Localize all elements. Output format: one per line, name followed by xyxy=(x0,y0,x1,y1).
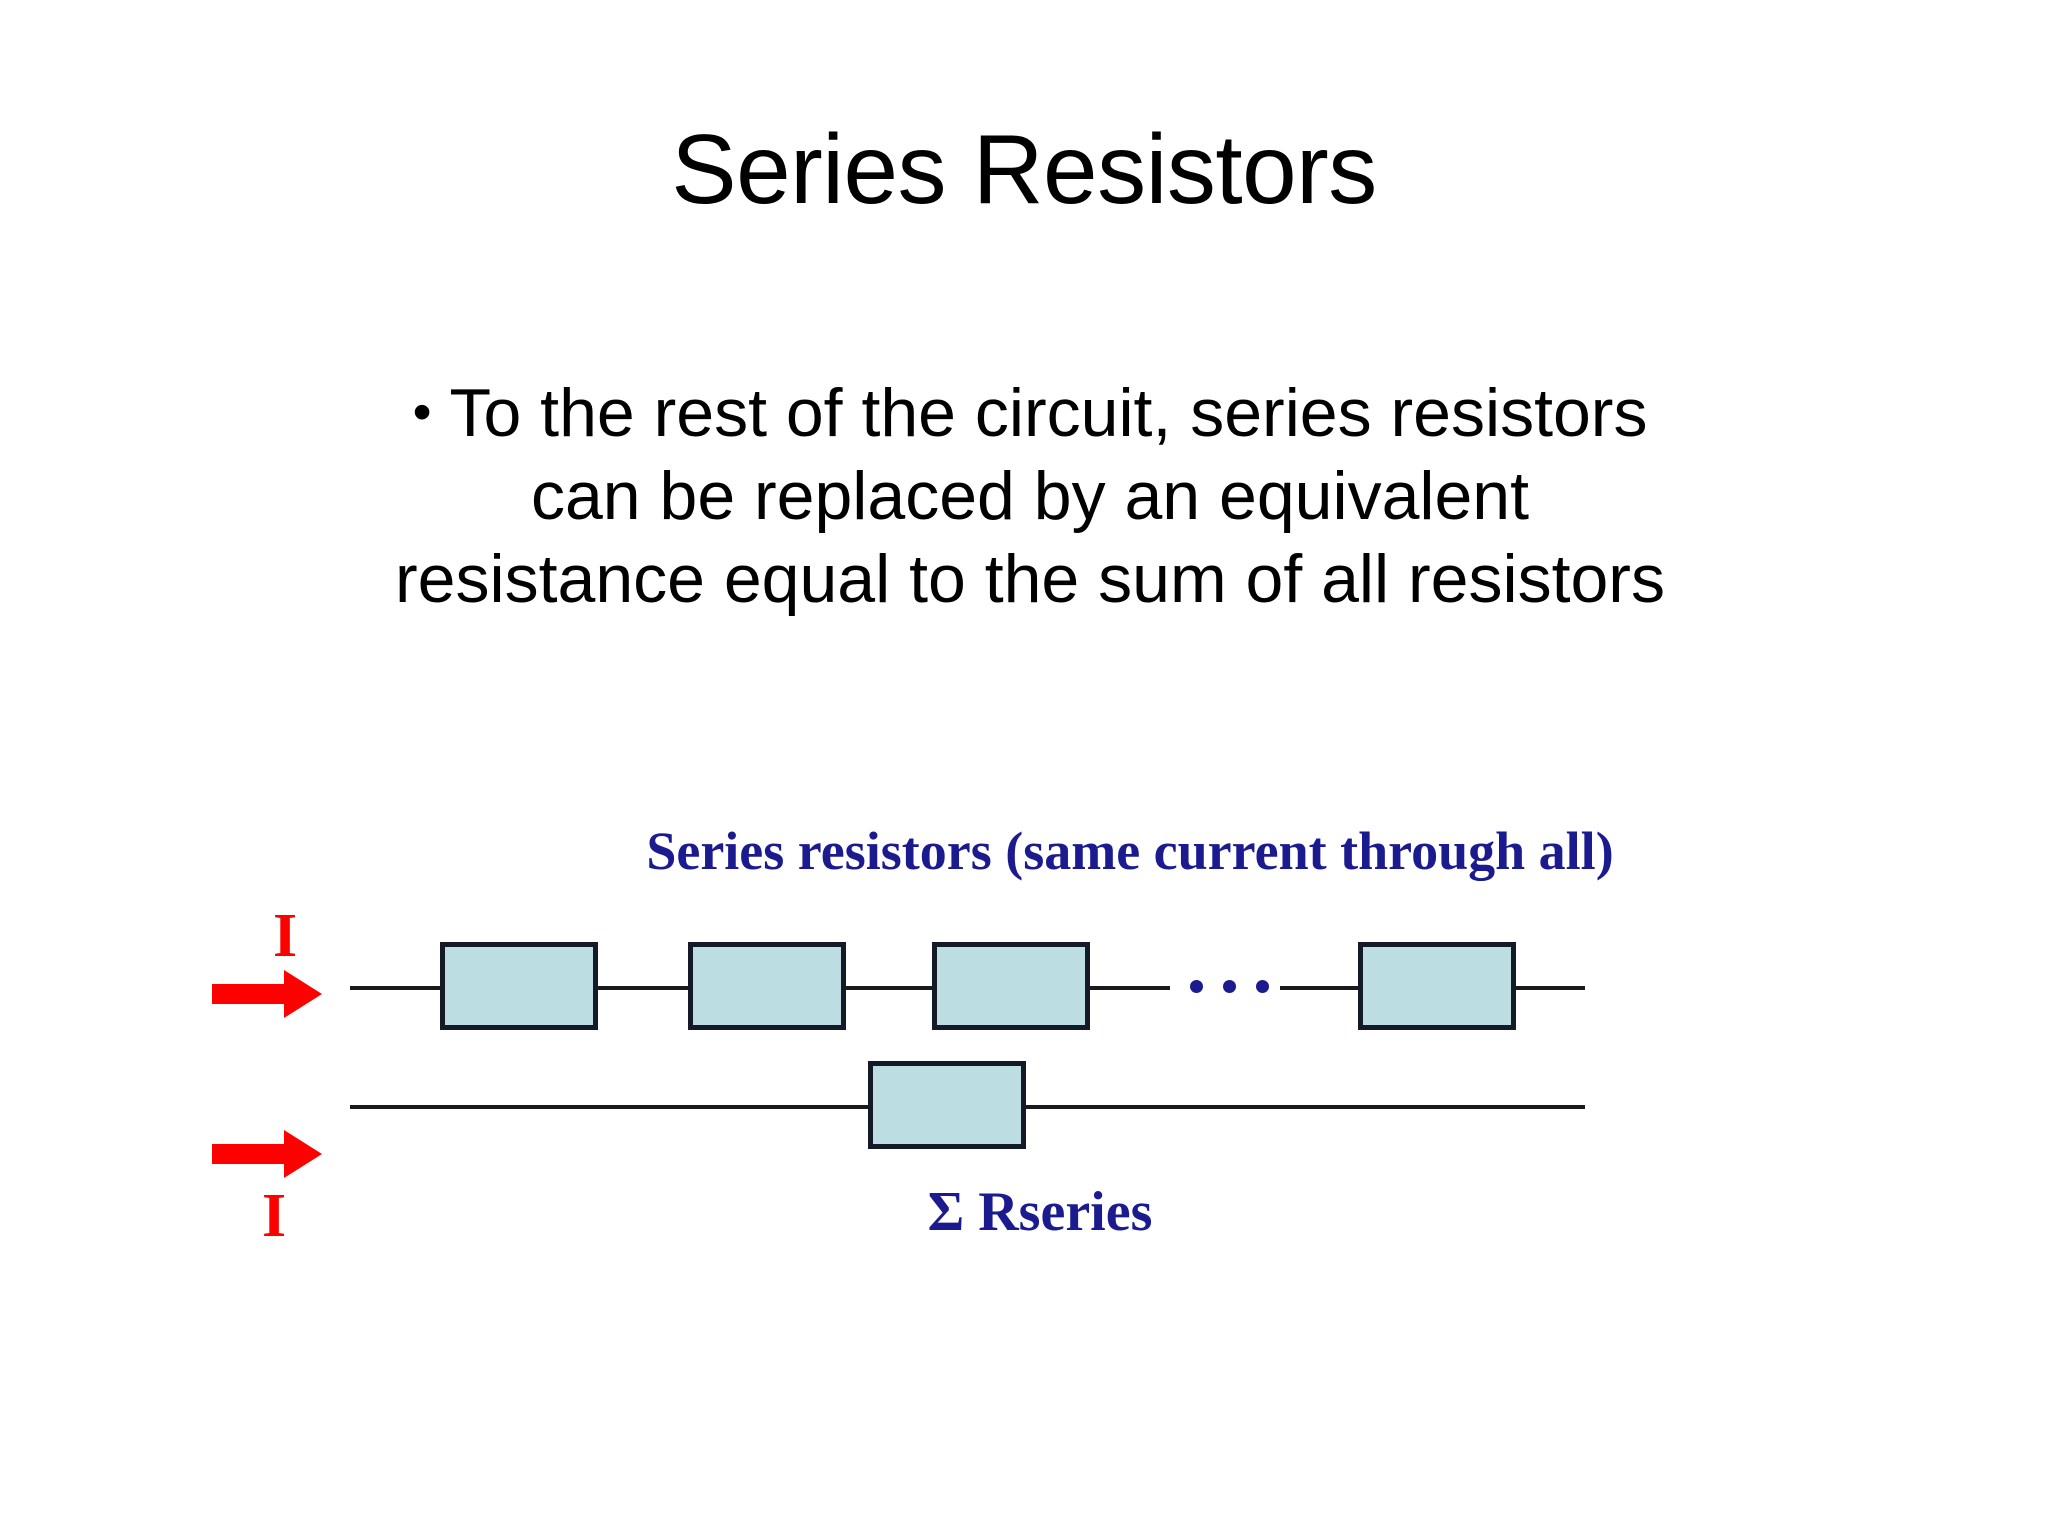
body-text-block: • To the rest of the circuit, series resi… xyxy=(150,372,1910,621)
wire-segment-top-4 xyxy=(1080,986,1170,990)
bullet-line-2: can be replaced by an equivalent xyxy=(530,457,1530,534)
arrow-shaft-icon xyxy=(212,984,290,1004)
bullet-line-1-text: To the rest of the circuit, series resis… xyxy=(449,375,1648,451)
page-title: Series Resistors xyxy=(671,114,1377,224)
wire-segment-top-6 xyxy=(1510,986,1585,990)
resistor-2 xyxy=(688,942,846,1030)
arrow-shaft-icon xyxy=(212,1144,290,1164)
arrow-head-icon xyxy=(284,970,322,1018)
bullet-marker-icon: • xyxy=(412,381,432,442)
bullet-line-1: • To the rest of the circuit, series resi… xyxy=(150,372,1910,455)
resistor-3 xyxy=(932,942,1090,1030)
arrow-head-icon xyxy=(284,1130,322,1178)
current-arrow-top xyxy=(212,970,322,1018)
bullet-line-3: resistance equal to the sum of all resis… xyxy=(395,540,1665,617)
wire-segment-top-1 xyxy=(350,986,450,990)
wire-segment-top-5 xyxy=(1280,986,1365,990)
equivalent-resistance-label: Σ Rseries xyxy=(927,1181,1153,1243)
wire-segment-top-2 xyxy=(595,986,695,990)
current-label-bottom: I xyxy=(262,1182,287,1250)
resistor-equivalent xyxy=(868,1061,1026,1149)
resistor-n xyxy=(1358,942,1516,1030)
ellipsis-icon xyxy=(1190,980,1269,993)
diagram-caption: Series resistors (same current through a… xyxy=(646,821,1614,881)
current-arrow-bottom xyxy=(212,1130,322,1178)
wire-segment-top-3 xyxy=(840,986,935,990)
circuit-diagram: Series resistors (same current through a… xyxy=(150,800,1900,1300)
resistor-1 xyxy=(440,942,598,1030)
current-label-top: I xyxy=(273,902,298,970)
